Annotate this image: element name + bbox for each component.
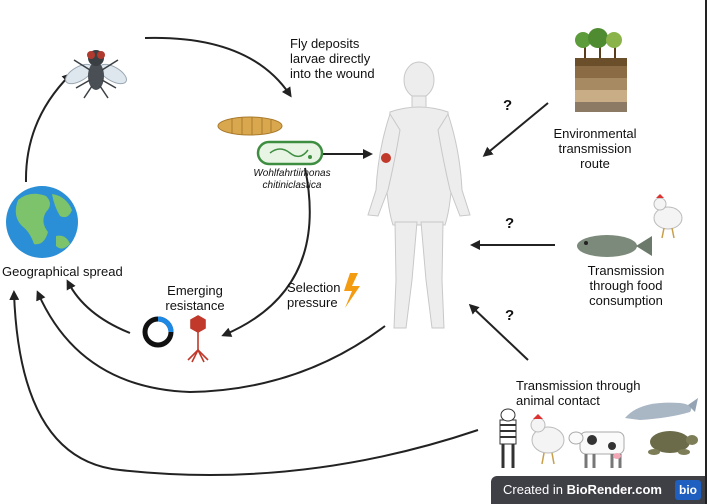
arrow-human-to-globe [36,290,386,394]
question-mark-animal: ? [505,307,515,324]
badge-text: Created in BioRender.com [503,482,662,497]
larva-icon [217,116,283,136]
zebra-icon [499,408,517,468]
question-mark-food: ? [505,215,515,232]
arrow-bacterium-to-resistance [221,167,311,337]
frame-edge [705,0,707,504]
selection-pressure-label: Selection pressure [287,280,341,310]
cow-icon [568,431,625,468]
phage-icon [187,315,209,363]
geographical-spread-label: Geographical spread [2,264,123,279]
arrow-animals-to-globe-outer [9,290,479,476]
fly-deposits-label: Fly deposits larvae directly into the wo… [290,36,375,81]
arrow-environment-to-human [482,102,549,157]
bacterium-icon [256,140,324,166]
wound-mark [381,153,391,163]
biorender-logo-icon: bio [675,480,701,500]
bacterium-label: Wohlfahrtiimonas chitiniclastica [253,168,331,191]
dolphin-icon [625,398,698,420]
lightning-icon [344,273,360,308]
human-figure [367,61,471,329]
arrows [9,36,555,476]
globe-icon [6,186,78,258]
arrow-globe-to-fly [24,72,73,183]
animal-contact-label: Transmission through animal contact [516,378,641,408]
emerging-resistance-label: Emerging resistance [165,283,225,313]
chicken-icon [653,194,683,239]
arrow-resistance-to-globe [66,279,131,334]
fish-icon [577,235,652,257]
question-mark-environment: ? [503,97,513,114]
fly-icon [65,50,127,99]
resistance-ring-icon [142,316,174,348]
environment-soil-icon [575,28,627,112]
food-route-label: Transmission through food consumption [587,263,665,308]
arrow-fly-to-larva [144,36,292,98]
turtle-icon [648,431,698,455]
chicken-contact-icon [530,414,565,465]
environmental-route-label: Environmental transmission route [553,126,637,171]
biorender-badge[interactable]: Created in BioRender.com bio [491,476,705,504]
arrow-animals-to-human [468,303,529,361]
